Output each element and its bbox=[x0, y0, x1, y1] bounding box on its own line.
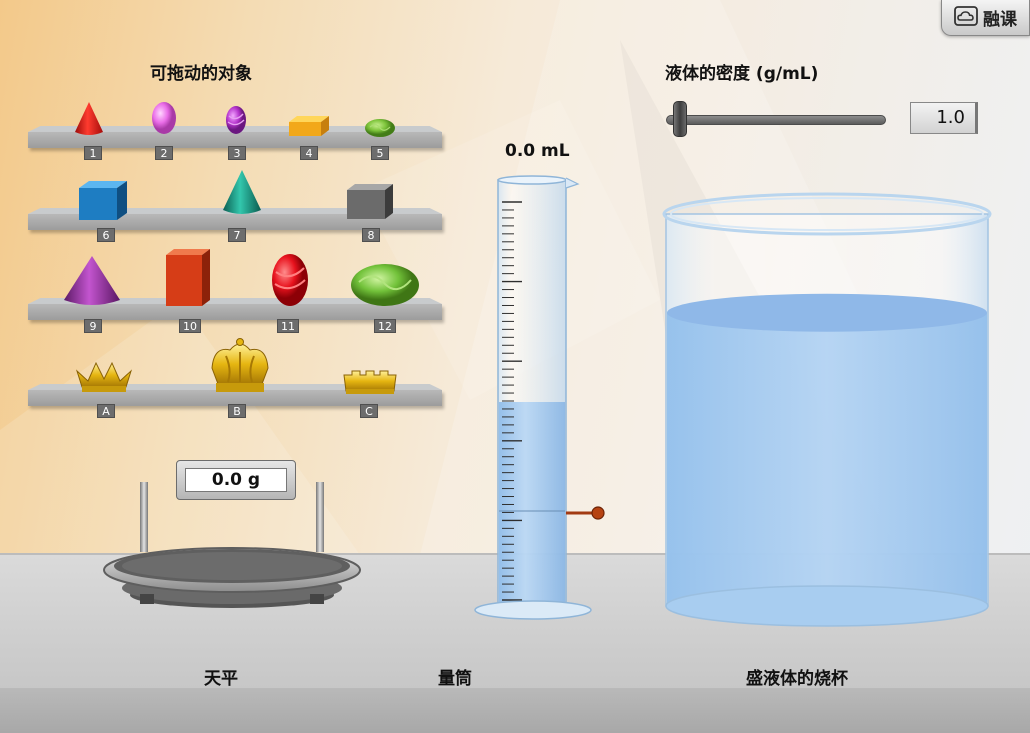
object-4-yellow-block[interactable] bbox=[287, 114, 331, 138]
scale-display: 0.0 g bbox=[176, 460, 296, 500]
shelf-3 bbox=[28, 298, 442, 320]
object-5-green-blob[interactable] bbox=[364, 118, 396, 138]
beaker-label: 盛液体的烧杯 bbox=[746, 669, 848, 689]
object-tag-12: 12 bbox=[374, 319, 396, 333]
object-11-red-egg[interactable] bbox=[270, 252, 310, 308]
scale-label: 天平 bbox=[204, 669, 238, 689]
bottom-bar bbox=[0, 688, 1030, 733]
object-tag-4: 4 bbox=[300, 146, 318, 160]
object-tag-10: 10 bbox=[179, 319, 201, 333]
cylinder-volume: 0.0 mL bbox=[505, 141, 570, 161]
density-slider-track[interactable] bbox=[666, 115, 886, 125]
object-tag-b: B bbox=[228, 404, 246, 418]
object-6-blue-cube[interactable] bbox=[77, 180, 129, 222]
object-tag-1: 1 bbox=[84, 146, 102, 160]
cloud-icon bbox=[954, 5, 978, 30]
cylinder-label: 量筒 bbox=[438, 669, 472, 689]
scale-reading: 0.0 g bbox=[185, 468, 287, 492]
object-tag-2: 2 bbox=[155, 146, 173, 160]
object-10-red-box[interactable] bbox=[164, 248, 212, 308]
cylinder-scale-ticks bbox=[502, 201, 522, 601]
density-slider-thumb[interactable] bbox=[673, 101, 687, 137]
object-tag-a: A bbox=[97, 404, 115, 418]
object-tag-9: 9 bbox=[84, 319, 102, 333]
density-title: 液体的密度 (g/mL) bbox=[665, 64, 819, 84]
object-tag-c: C bbox=[360, 404, 378, 418]
logo[interactable]: 融课 bbox=[941, 0, 1030, 36]
object-tag-6: 6 bbox=[97, 228, 115, 242]
beaker-water bbox=[667, 312, 987, 606]
logo-text: 融课 bbox=[983, 10, 1017, 30]
crown-a[interactable] bbox=[74, 357, 134, 393]
object-1-red-cone[interactable] bbox=[72, 100, 106, 138]
object-tag-3: 3 bbox=[228, 146, 246, 160]
object-2-pink-egg[interactable] bbox=[150, 100, 178, 136]
object-tag-5: 5 bbox=[371, 146, 389, 160]
object-8-gray-cube[interactable] bbox=[345, 183, 395, 221]
object-7-teal-cone[interactable] bbox=[220, 168, 264, 218]
crown-c[interactable] bbox=[342, 367, 398, 395]
objects-panel-title: 可拖动的对象 bbox=[150, 64, 252, 84]
object-12-green-blob[interactable] bbox=[349, 262, 421, 308]
object-tag-7: 7 bbox=[228, 228, 246, 242]
density-value-field[interactable]: 1.0 bbox=[910, 102, 978, 134]
liquid-beaker[interactable] bbox=[660, 190, 996, 635]
object-tag-8: 8 bbox=[362, 228, 380, 242]
object-9-purple-cone[interactable] bbox=[62, 254, 122, 308]
object-3-purple-egg[interactable] bbox=[224, 104, 248, 136]
object-tag-11: 11 bbox=[277, 319, 299, 333]
beaker-water-surface bbox=[667, 293, 987, 332]
graduated-cylinder[interactable] bbox=[470, 172, 610, 622]
crown-b[interactable] bbox=[208, 338, 272, 396]
balance-scale[interactable] bbox=[100, 470, 370, 620]
cylinder-water bbox=[499, 402, 565, 602]
